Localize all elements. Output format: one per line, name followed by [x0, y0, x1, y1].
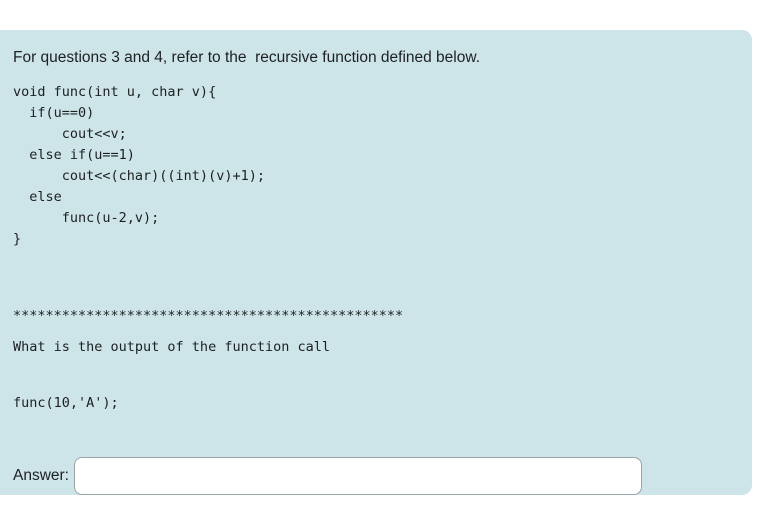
answer-row: Answer: [13, 456, 658, 496]
question-text: What is the output of the function call [13, 339, 330, 355]
answer-label: Answer: [13, 467, 69, 484]
question-prompt: For questions 3 and 4, refer to the recu… [13, 49, 480, 66]
asterisk-separator: ****************************************… [13, 308, 404, 324]
function-call-text: func(10,'A'); [13, 395, 119, 411]
code-snippet: void func(int u, char v){ if(u==0) cout<… [13, 84, 265, 247]
answer-input[interactable] [74, 457, 642, 495]
question-card: For questions 3 and 4, refer to the recu… [0, 30, 752, 495]
